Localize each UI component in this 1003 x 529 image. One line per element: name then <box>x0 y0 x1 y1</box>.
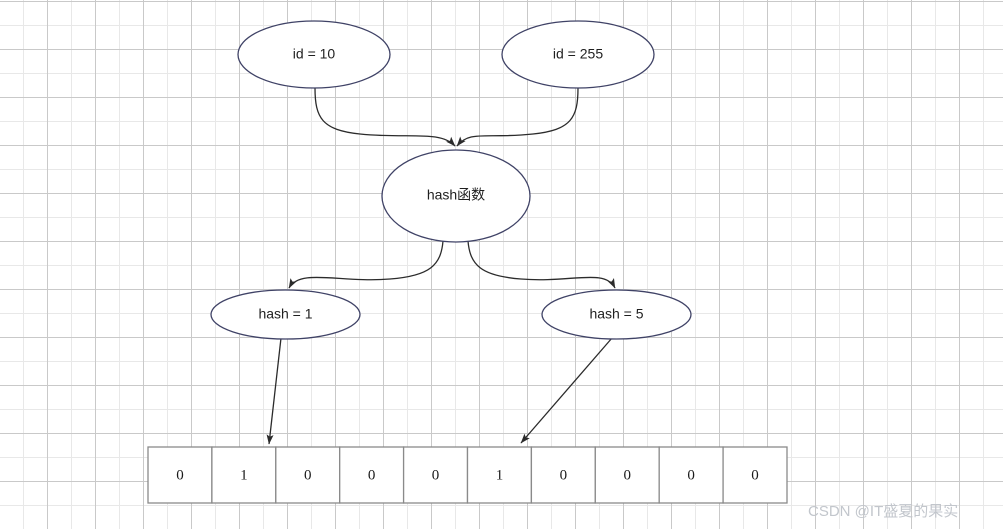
ellipse-shape <box>237 20 391 89</box>
bit-cell[interactable]: 1 <box>211 446 277 504</box>
bit-cell[interactable]: 0 <box>339 446 405 504</box>
edge-id255-to-hash <box>456 87 579 147</box>
edge-hash5-to-cell5 <box>520 337 613 444</box>
bit-cell-value: 1 <box>240 467 248 483</box>
node-output-hash-1[interactable]: hash = 1 <box>210 289 361 340</box>
node-hash-function-label: hash函数 <box>427 187 485 203</box>
bit-cell-value: 0 <box>304 467 312 483</box>
edge-id10-to-hash <box>314 87 456 147</box>
node-output-hash-1-label: hash = 1 <box>258 306 312 322</box>
bit-cell-box <box>594 446 660 504</box>
bit-cell-box <box>402 446 469 504</box>
bit-cell-value: 0 <box>560 467 568 483</box>
edge-hash-to-hash5 <box>467 240 616 289</box>
bit-cell-box <box>658 446 724 504</box>
edge-hash-to-hash1 <box>288 240 444 289</box>
bit-cell-box <box>339 446 405 504</box>
bit-cell[interactable]: 0 <box>147 446 213 504</box>
node-input-id-255-label: id = 255 <box>553 46 603 62</box>
bit-cell-box <box>275 446 341 504</box>
bit-cell[interactable]: 0 <box>722 446 788 504</box>
ellipse-shape <box>381 149 531 243</box>
bit-cell-value: 0 <box>368 467 376 483</box>
node-input-id-255[interactable]: id = 255 <box>501 20 655 89</box>
node-hash-function[interactable]: hash函数 <box>381 149 531 243</box>
bit-cell-value: 0 <box>432 467 440 483</box>
bit-cell-value: 1 <box>496 467 504 483</box>
bit-cell-box <box>466 446 533 504</box>
bit-cell-value: 0 <box>687 467 695 483</box>
bit-cell[interactable]: 0 <box>658 446 724 504</box>
bit-cell-value: 0 <box>176 467 184 483</box>
bit-cell-value: 0 <box>751 467 759 483</box>
node-output-hash-5[interactable]: hash = 5 <box>541 289 692 340</box>
bit-cell-value: 0 <box>624 467 632 483</box>
bit-cell[interactable]: 0 <box>275 446 341 504</box>
ellipse-shape <box>541 289 692 340</box>
ellipse-shape <box>501 20 655 89</box>
node-input-id-10[interactable]: id = 10 <box>237 20 391 89</box>
node-input-id-10-label: id = 10 <box>293 46 336 62</box>
edge-hash1-to-cell1 <box>266 337 282 445</box>
bit-cell[interactable]: 0 <box>402 446 469 504</box>
bit-array: 0 1 0 0 0 1 0 0 0 0 <box>147 446 788 504</box>
bit-cell[interactable]: 1 <box>466 446 533 504</box>
bit-cell[interactable]: 0 <box>594 446 660 504</box>
bit-cell-box <box>722 446 788 504</box>
ellipse-shape <box>210 289 361 340</box>
watermark: CSDN @IT盛夏的果实 <box>808 503 959 520</box>
node-output-hash-5-label: hash = 5 <box>589 306 643 322</box>
bit-cell[interactable]: 0 <box>530 446 596 504</box>
